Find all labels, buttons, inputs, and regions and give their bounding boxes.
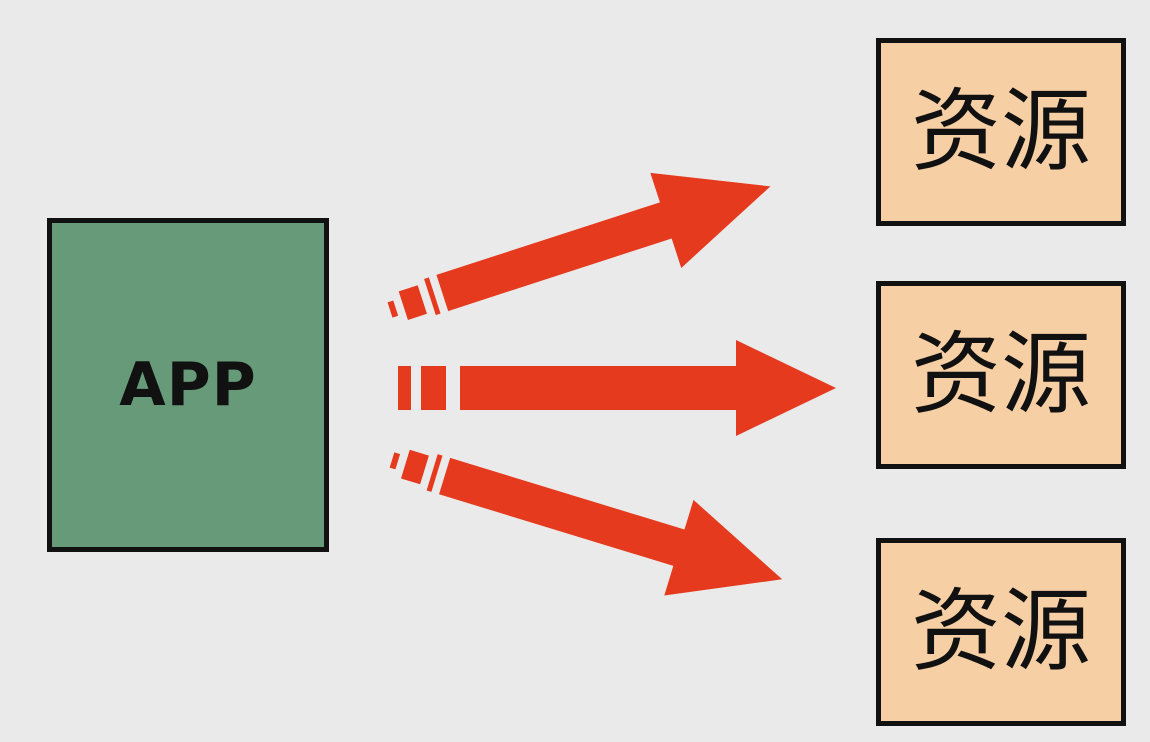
arrow-to-resource-1 (387, 172, 771, 320)
app-label: APP (119, 350, 257, 420)
arrow-to-resource-3 (389, 449, 783, 596)
resource-label-2: 资源 (911, 322, 1091, 427)
resource-node-3: 资源 (876, 538, 1126, 726)
resource-node-1: 资源 (876, 38, 1126, 226)
app-node: APP (47, 218, 329, 552)
resource-node-2: 资源 (876, 281, 1126, 469)
resource-label-1: 资源 (911, 79, 1091, 184)
resource-label-3: 资源 (911, 579, 1091, 684)
arrow-to-resource-2 (398, 340, 836, 436)
